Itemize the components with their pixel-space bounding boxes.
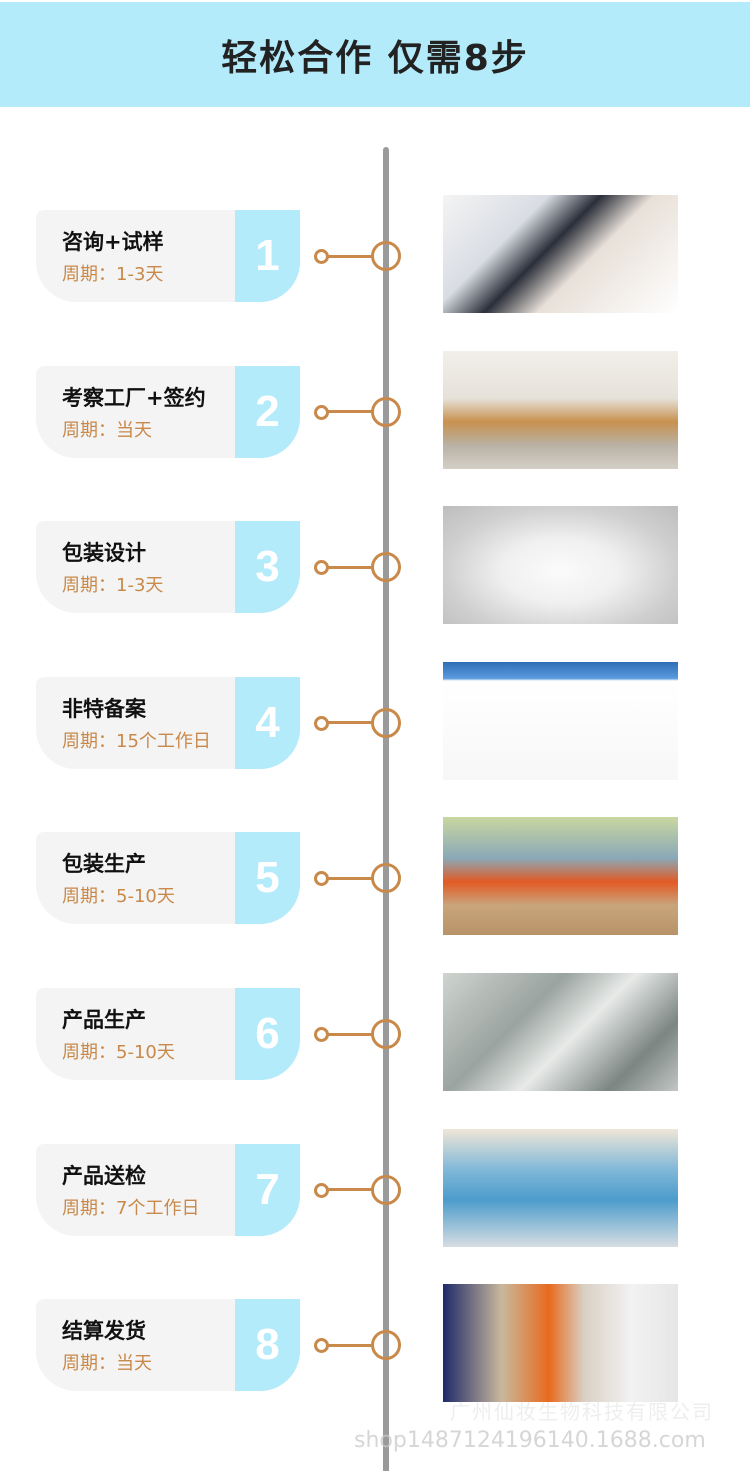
connector-dot-icon	[314, 1338, 329, 1354]
lab-workers-photo	[443, 1128, 678, 1247]
connector-dot-icon	[314, 1182, 329, 1198]
shipping-boxes-photo	[443, 1284, 678, 1403]
step-number: 5	[235, 832, 300, 925]
step-title: 咨询+试样	[62, 230, 164, 254]
connector-line	[328, 254, 372, 258]
connector-line	[328, 1343, 372, 1347]
step-card-body: 包装生产 周期：5-10天	[36, 832, 235, 925]
timeline-node-icon	[371, 1330, 401, 1361]
step-4: 非特备案 周期：15个工作日 4	[0, 661, 750, 780]
step-card: 咨询+试样 周期：1-3天 1	[36, 210, 300, 302]
step-title: 产品送检	[62, 1163, 146, 1188]
step-card-body: 包装设计 周期：1-3天	[36, 521, 235, 614]
step-number: 8	[235, 1299, 300, 1392]
page-title: 轻松合作 仅需8步	[221, 37, 529, 79]
step-title: 包装生产	[62, 852, 146, 877]
packaging-workers-photo	[443, 817, 678, 936]
step-3: 包装设计 周期：1-3天 3	[0, 506, 750, 625]
timeline-node-icon	[371, 707, 401, 738]
step-card-body: 非特备案 周期：15个工作日	[36, 676, 235, 769]
step-number: 4	[235, 676, 300, 769]
timeline-node-icon	[371, 1174, 401, 1205]
timeline-node-icon	[371, 396, 401, 427]
step-card: 包装设计 周期：1-3天 3	[36, 521, 300, 614]
connector-line	[328, 876, 372, 880]
registration-website-photo	[443, 661, 678, 780]
step-period: 周期：1-3天	[62, 575, 164, 597]
connector-line	[328, 410, 372, 414]
timeline-node-icon	[371, 552, 401, 583]
step-card: 考察工厂+签约 周期：当天 2	[36, 365, 300, 458]
step-period: 周期：5-10天	[62, 1042, 175, 1063]
step-card: 产品送检 周期：7个工作日 7	[36, 1143, 300, 1236]
step-title: 包装设计	[62, 541, 146, 566]
connector-dot-icon	[314, 871, 329, 887]
connector-dot-icon	[314, 715, 329, 731]
step-card-body: 考察工厂+签约 周期：当天	[36, 365, 235, 458]
header-banner: 轻松合作 仅需8步	[0, 2, 750, 107]
step-number: 6	[235, 988, 300, 1080]
step-card: 非特备案 周期：15个工作日 4	[36, 676, 300, 769]
connector-line	[328, 721, 372, 725]
warehouse-photo	[443, 350, 678, 469]
step-number: 2	[235, 365, 300, 458]
step-2: 考察工厂+签约 周期：当天 2	[0, 350, 750, 469]
timeline-node-icon	[371, 241, 401, 271]
step-card-body: 咨询+试样 周期：1-3天	[36, 210, 235, 302]
step-period: 周期：当天	[62, 1353, 152, 1375]
step-8: 结算发货 周期：当天 8	[0, 1284, 750, 1403]
white-box-photo	[443, 506, 678, 625]
timeline-node-icon	[371, 1019, 401, 1049]
step-card: 包装生产 周期：5-10天 5	[36, 832, 300, 925]
watermark-company: 广州仙妆生物科技有限公司	[450, 1400, 714, 1424]
step-period: 周期：当天	[62, 419, 152, 441]
step-number: 1	[235, 210, 300, 302]
step-card-body: 产品送检 周期：7个工作日	[36, 1143, 235, 1236]
connector-line	[328, 1188, 372, 1192]
step-card-body: 产品生产 周期：5-10天	[36, 988, 235, 1080]
connector-dot-icon	[314, 249, 329, 264]
watermark-shop: shop1487124196140.1688.com	[354, 1428, 706, 1453]
connector-dot-icon	[314, 560, 329, 576]
step-6: 产品生产 周期：5-10天 6	[0, 973, 750, 1091]
step-5: 包装生产 周期：5-10天 5	[0, 817, 750, 936]
production-machine-photo	[443, 973, 678, 1091]
step-period: 周期：5-10天	[62, 886, 175, 908]
step-title: 产品生产	[62, 1008, 146, 1032]
timeline-node-icon	[371, 863, 401, 894]
step-card: 结算发货 周期：当天 8	[36, 1299, 300, 1392]
timeline-line	[383, 147, 389, 1471]
step-card: 产品生产 周期：5-10天 6	[36, 988, 300, 1080]
connector-line	[328, 1032, 372, 1036]
step-number: 7	[235, 1143, 300, 1236]
step-title: 考察工厂+签约	[62, 385, 206, 410]
connector-line	[328, 565, 372, 569]
step-1: 咨询+试样 周期：1-3天 1	[0, 195, 750, 313]
step-title: 结算发货	[62, 1319, 146, 1344]
step-period: 周期：1-3天	[62, 264, 164, 285]
business-meeting-photo	[443, 195, 678, 313]
connector-dot-icon	[314, 1027, 329, 1042]
step-period: 周期：7个工作日	[62, 1197, 200, 1219]
step-period: 周期：15个工作日	[62, 730, 211, 752]
connector-dot-icon	[314, 404, 329, 420]
step-7: 产品送检 周期：7个工作日 7	[0, 1128, 750, 1247]
step-card-body: 结算发货 周期：当天	[36, 1299, 235, 1392]
step-title: 非特备案	[62, 696, 146, 721]
step-number: 3	[235, 521, 300, 614]
